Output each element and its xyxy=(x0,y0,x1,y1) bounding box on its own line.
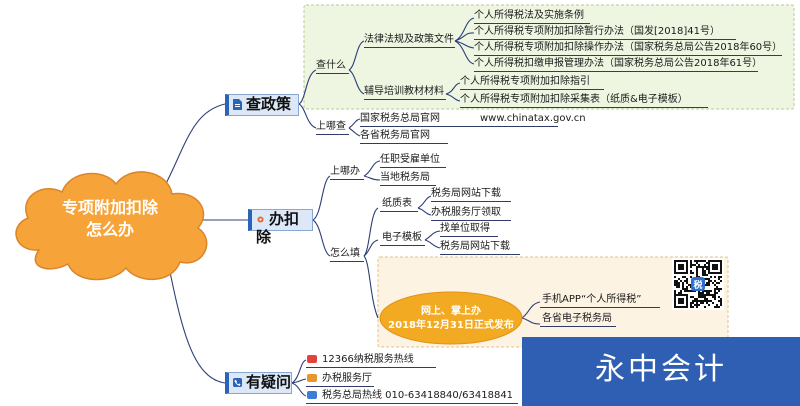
online-item-app[interactable]: 手机APP“个人所得税” xyxy=(542,294,642,305)
paper-item-2[interactable]: 办税服务厅领取 xyxy=(431,207,501,218)
branch-question-label: 有疑问 xyxy=(246,373,292,391)
training-item-2[interactable]: 个人所得税专项附加扣除采集表（纸质&电子模板） xyxy=(460,94,688,105)
question-item-state-hotline[interactable]: 税务总局热线 010-63418840/63418841 xyxy=(322,390,514,401)
phone-line-icon xyxy=(307,391,317,399)
watermark-text: 永中会计 xyxy=(595,352,727,387)
link-root-policy xyxy=(159,103,226,196)
branch-handle[interactable]: 办扣除 xyxy=(248,209,313,246)
root-title-line2: 怎么办 xyxy=(85,220,134,239)
branch-policy[interactable]: 查政策 xyxy=(225,94,299,116)
policy-panel xyxy=(303,4,795,110)
handle-how-label: 怎么填 xyxy=(330,248,360,259)
hotline-icon xyxy=(307,355,317,363)
training-item-1[interactable]: 个人所得税专项附加扣除指引 xyxy=(460,76,590,87)
qr-code[interactable]: 税 xyxy=(672,258,724,310)
electronic-item-1[interactable]: 找单位取得 xyxy=(440,223,490,234)
gear-icon xyxy=(257,216,264,223)
branch-question[interactable]: 有疑问 xyxy=(225,372,292,394)
electronic-template-label: 电子模板 xyxy=(382,232,422,243)
document-icon xyxy=(233,99,242,110)
handle-where-item-2: 当地税务局 xyxy=(380,172,430,183)
svg-text:税: 税 xyxy=(693,279,702,291)
online-bubble xyxy=(379,291,523,345)
site-national-name[interactable]: 国家税务总局官网 xyxy=(360,113,440,124)
online-bubble-line1: 网上、掌上办 xyxy=(421,306,481,317)
service-hall-icon xyxy=(307,374,317,382)
question-item-service-hall[interactable]: 办税服务厅 xyxy=(322,373,372,384)
branch-handle-label: 办扣除 xyxy=(256,210,300,246)
electronic-item-2[interactable]: 税务局网站下载 xyxy=(440,241,510,252)
policy-what-label: 查什么 xyxy=(316,60,346,71)
branch-policy-label: 查政策 xyxy=(246,95,292,113)
root-title-line1: 专项附加扣除 xyxy=(61,198,158,217)
site-national-url[interactable]: www.chinatax.gov.cn xyxy=(480,113,586,124)
online-bubble-line2: 2018年12月31日正式发布 xyxy=(388,320,514,331)
paper-form-label: 纸质表 xyxy=(382,198,412,209)
site-provincial-name[interactable]: 各省税务局官网 xyxy=(360,130,430,141)
policy-laws-label: 法律法规及政策文件 xyxy=(364,34,454,45)
law-item-4[interactable]: 个人所得税扣缴申报管理办法（国家税务总局公告2018年61号） xyxy=(474,58,763,69)
law-item-2[interactable]: 个人所得税专项附加扣除暂行办法（国发[2018]41号） xyxy=(474,26,720,37)
watermark-banner xyxy=(522,337,800,406)
paper-item-1[interactable]: 税务局网站下载 xyxy=(431,188,501,199)
question-item-hotline[interactable]: 12366纳税服务热线 xyxy=(322,354,414,365)
policy-training-label: 辅导培训教材材料 xyxy=(364,86,444,97)
handle-where-item-1: 任职受雇单位 xyxy=(380,154,440,165)
policy-where-label: 上哪查 xyxy=(316,121,346,132)
root-cloud xyxy=(15,171,208,281)
law-item-3[interactable]: 个人所得税专项附加扣除操作办法（国家税务总局公告2018年60号） xyxy=(474,42,783,53)
online-item-etax[interactable]: 各省电子税务局 xyxy=(542,313,612,324)
phone-icon xyxy=(233,378,242,387)
law-item-1[interactable]: 个人所得税法及实施条例 xyxy=(474,10,584,21)
handle-where-label: 上哪办 xyxy=(330,166,360,177)
